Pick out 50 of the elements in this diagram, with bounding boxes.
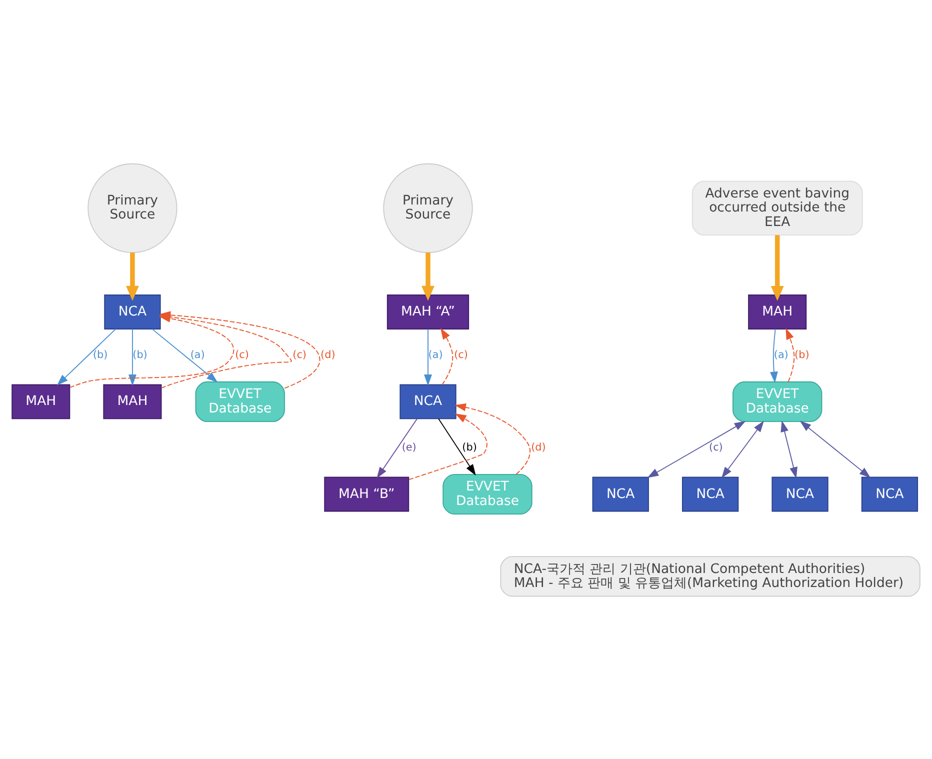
arrow bbox=[647, 420, 746, 478]
arrow bbox=[770, 234, 784, 300]
node-box: NCA bbox=[861, 476, 918, 512]
arrow bbox=[126, 252, 139, 300]
arrow bbox=[152, 328, 218, 382]
edge-label: (a) bbox=[774, 348, 788, 361]
edge-label: (c) bbox=[709, 441, 723, 454]
node-box: NCA-국가적 관리 기관(National Competent Authorities) MAH - 주요 판매 및 유통업체(Marketing Authorization Holder) bbox=[500, 556, 920, 596]
edge-label: (b) bbox=[462, 441, 477, 454]
arrow bbox=[424, 328, 432, 386]
edge-label: (b) bbox=[132, 348, 148, 361]
node-box: EVVET Database bbox=[195, 380, 285, 422]
node-box: EVVET Database bbox=[732, 380, 822, 422]
arrow bbox=[438, 418, 476, 476]
arrow bbox=[56, 328, 116, 385]
edge-label: (a) bbox=[190, 348, 205, 361]
arrow bbox=[376, 418, 418, 478]
node-box: NCA bbox=[772, 476, 828, 512]
arrow bbox=[440, 327, 454, 385]
arrow bbox=[780, 420, 798, 478]
arrow bbox=[422, 252, 434, 300]
node-box: EVVET Database bbox=[442, 473, 532, 514]
node-box: NCA bbox=[682, 476, 739, 512]
edge-label: (c) bbox=[292, 348, 306, 361]
edge-label: (c) bbox=[454, 348, 468, 361]
edge-label: (d) bbox=[531, 441, 546, 454]
arrow bbox=[454, 402, 530, 474]
node-box: MAH bbox=[12, 384, 70, 419]
edge-label: (a) bbox=[428, 348, 443, 361]
node-box: Adverse event baving occurred outside the EEA bbox=[692, 180, 863, 236]
arrow bbox=[770, 328, 778, 383]
node-circle: Primary Source bbox=[88, 162, 178, 252]
node-box: NCA bbox=[400, 384, 456, 419]
edge-label: (e) bbox=[402, 441, 416, 454]
edge-label: (d) bbox=[320, 348, 336, 361]
node-box: MAH bbox=[103, 384, 162, 419]
arrow bbox=[408, 413, 488, 480]
node-box: NCA bbox=[104, 294, 161, 329]
edge-label: (b) bbox=[794, 348, 810, 361]
node-box: MAH “A” bbox=[386, 294, 470, 329]
node-box: MAH “B” bbox=[324, 476, 410, 512]
arrow bbox=[128, 328, 136, 386]
edge-label: (c) bbox=[235, 348, 249, 361]
node-box: NCA bbox=[592, 476, 649, 512]
node-box: MAH bbox=[748, 294, 807, 329]
arrow bbox=[786, 328, 795, 382]
node-circle: Primary Source bbox=[383, 162, 473, 252]
arrow bbox=[800, 420, 871, 478]
edge-label: (b) bbox=[93, 348, 108, 361]
arrow bbox=[721, 420, 764, 478]
